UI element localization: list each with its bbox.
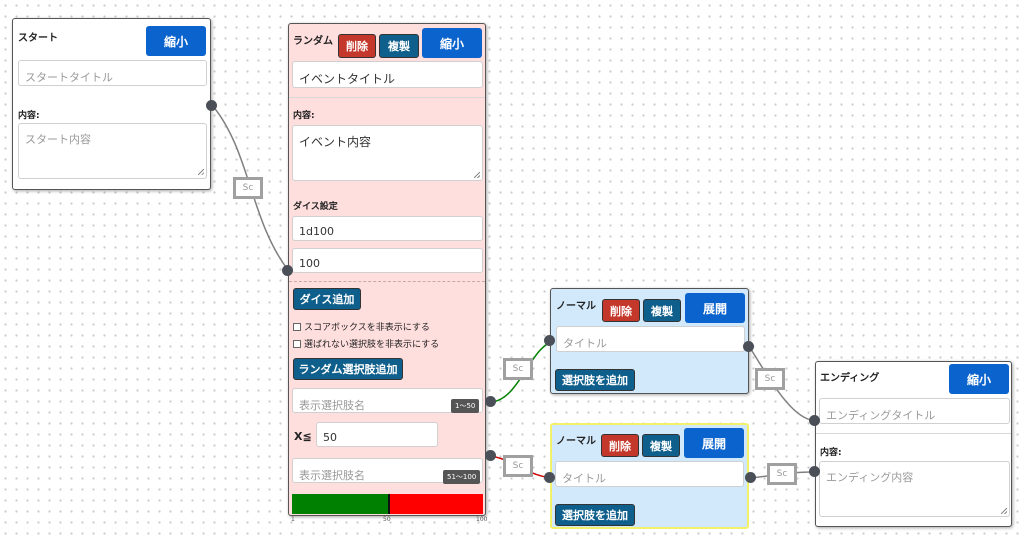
copy-button[interactable]: 複製 <box>643 299 681 322</box>
hide-score-checkbox[interactable]: スコアボックスを非表示にする <box>293 320 430 333</box>
title-input[interactable]: タイトル <box>555 461 744 487</box>
copy-button[interactable]: 複製 <box>642 434 680 457</box>
bar-min-label: 1 <box>291 516 295 523</box>
expand-button[interactable]: 展開 <box>684 428 744 458</box>
content-textarea[interactable]: エンディング内容 <box>819 461 1010 517</box>
add-choice-button[interactable]: 選択肢を追加 <box>555 504 635 526</box>
add-choice-button[interactable]: 選択肢を追加 <box>555 369 635 391</box>
title-input[interactable]: スタートタイトル <box>18 60 207 86</box>
title-input[interactable]: イベントタイトル <box>292 61 483 88</box>
bar-split-label: 50 <box>383 516 391 523</box>
content-label: 内容: <box>820 448 842 458</box>
node-title: ノーマル <box>556 436 596 447</box>
content-label: 内容: <box>18 111 40 121</box>
delete-button[interactable]: 削除 <box>338 34 376 58</box>
input-port[interactable] <box>809 415 820 426</box>
output-port[interactable] <box>485 450 496 461</box>
score-box[interactable]: Sc <box>233 177 263 199</box>
expand-button[interactable]: 展開 <box>685 293 745 323</box>
probability-bar[interactable] <box>292 494 483 514</box>
content-textarea[interactable]: スタート内容 <box>18 123 207 179</box>
normal-node[interactable]: ノーマル 削除 複製 展開 タイトル 選択肢を追加 <box>550 288 749 394</box>
probability-bar-segment-b <box>389 494 483 514</box>
shrink-button[interactable]: 縮小 <box>422 28 482 58</box>
copy-button[interactable]: 複製 <box>379 34 419 58</box>
link-normal1-to-ending <box>748 345 812 421</box>
delete-button[interactable]: 削除 <box>601 434 639 457</box>
probability-bar-segment-a <box>292 494 388 514</box>
title-input[interactable]: タイトル <box>556 326 745 352</box>
normal-node-selected[interactable]: ノーマル 削除 複製 展開 タイトル 選択肢を追加 <box>550 423 749 529</box>
add-dice-button[interactable]: ダイス追加 <box>293 288 361 310</box>
x-threshold-input[interactable]: 50 <box>316 422 438 447</box>
node-title: ノーマル <box>556 301 596 312</box>
delete-button[interactable]: 削除 <box>602 299 640 322</box>
shrink-button[interactable]: 縮小 <box>949 364 1009 394</box>
add-random-choice-button[interactable]: ランダム選択肢追加 <box>293 358 403 380</box>
input-port[interactable] <box>282 265 293 276</box>
divider <box>289 97 485 98</box>
content-textarea[interactable]: イベント内容 <box>292 125 483 181</box>
hide-unselected-checkbox[interactable]: 選ばれない選択肢を非表示にする <box>293 337 439 350</box>
range-badge: 1〜50 <box>451 399 480 413</box>
node-title: スタート <box>18 33 58 44</box>
resize-handle-icon[interactable] <box>474 172 480 178</box>
checkbox-icon[interactable] <box>293 322 301 331</box>
node-title: エンディング <box>820 373 880 384</box>
output-port[interactable] <box>745 472 756 483</box>
checkbox-label: 選ばれない選択肢を非表示にする <box>304 340 440 350</box>
probability-bar-split-handle[interactable] <box>387 494 390 514</box>
start-node[interactable]: スタート 縮小 スタートタイトル 内容: スタート内容 <box>12 18 211 190</box>
ending-node[interactable]: エンディング 縮小 エンディングタイトル 内容: エンディング内容 <box>815 361 1012 527</box>
score-box[interactable]: Sc <box>503 358 533 380</box>
dice-max-input[interactable]: 100 <box>292 248 483 273</box>
range-badge: 51〜100 <box>443 470 481 484</box>
output-port[interactable] <box>485 396 496 407</box>
input-port[interactable] <box>544 335 555 346</box>
input-port[interactable] <box>544 472 555 483</box>
output-port[interactable] <box>206 100 217 111</box>
dice-input[interactable]: 1d100 <box>292 216 483 241</box>
content-label: 内容: <box>293 111 315 121</box>
checkbox-icon[interactable] <box>293 339 301 348</box>
divider <box>816 433 1011 434</box>
score-box[interactable]: Sc <box>767 463 797 485</box>
x-threshold-label: X≦ <box>294 430 312 443</box>
bar-max-label: 100 <box>476 516 488 523</box>
dice-settings-label: ダイス設定 <box>293 202 338 212</box>
score-box[interactable]: Sc <box>503 455 533 477</box>
output-port[interactable] <box>743 341 754 352</box>
shrink-button[interactable]: 縮小 <box>146 26 206 56</box>
resize-handle-icon[interactable] <box>1001 508 1007 514</box>
score-box[interactable]: Sc <box>755 368 785 390</box>
title-input[interactable]: エンディングタイトル <box>819 398 1010 424</box>
node-title: ランダム <box>293 36 333 47</box>
input-port[interactable] <box>809 466 820 477</box>
resize-handle-icon[interactable] <box>198 169 204 175</box>
divider <box>289 281 485 282</box>
random-node[interactable]: ランダム 削除 複製 縮小 イベントタイトル 内容: イベント内容 ダイス設定 … <box>288 23 487 523</box>
checkbox-label: スコアボックスを非表示にする <box>304 323 430 333</box>
